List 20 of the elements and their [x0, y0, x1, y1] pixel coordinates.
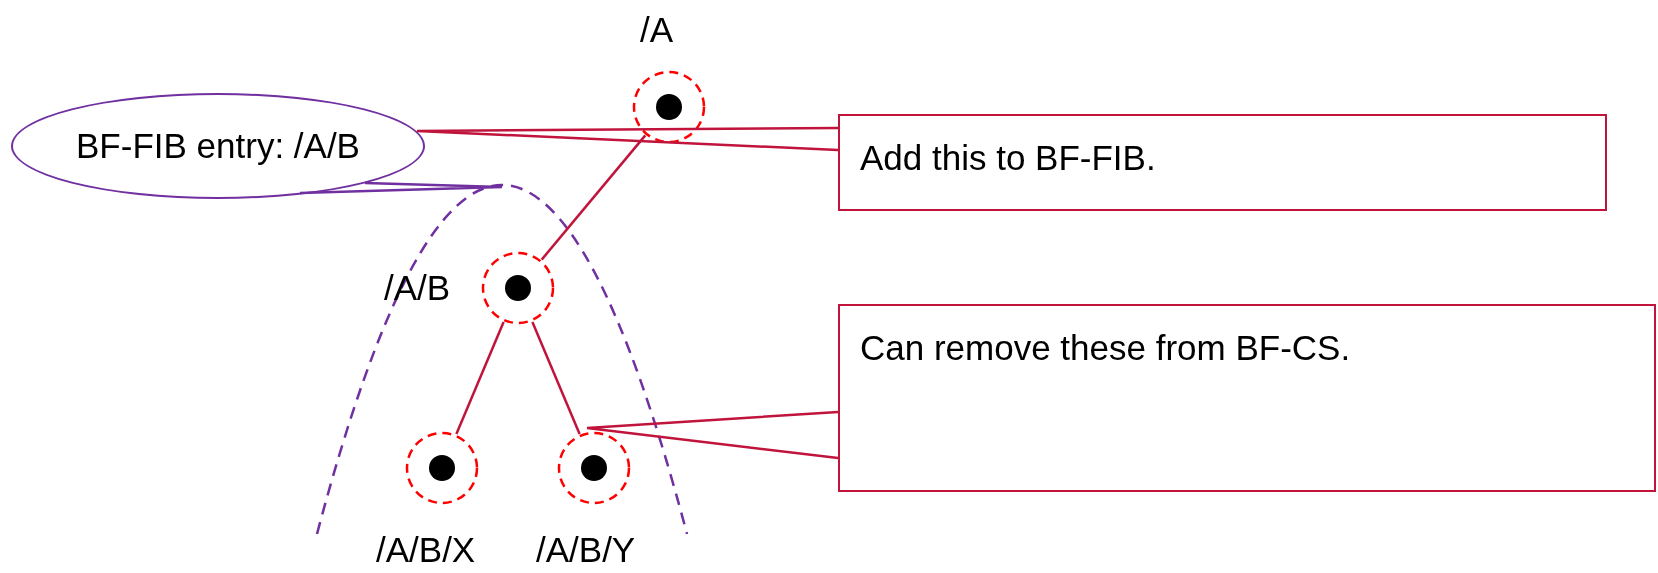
leader-line	[415, 126, 840, 152]
callout-text: BF-FIB entry: /A/B	[76, 125, 360, 168]
leader-line	[298, 181, 504, 195]
tree-node	[557, 431, 631, 505]
dashed-arch-region	[317, 185, 687, 534]
node-label: /A/B/Y	[536, 529, 636, 571]
callout-box	[838, 304, 1656, 492]
callout-text: Add this to BF-FIB.	[860, 137, 1157, 179]
node-label: /A/B/X	[376, 529, 476, 571]
tree-node	[481, 251, 555, 325]
tree-node	[405, 431, 479, 505]
tree-node	[632, 70, 706, 144]
tree-branch	[455, 321, 505, 435]
tree-branch	[540, 134, 647, 261]
leader-line	[585, 410, 840, 460]
callout-text: Can remove these from BF-CS.	[860, 327, 1352, 369]
tree-branch	[531, 321, 581, 435]
callout-box	[838, 114, 1607, 211]
node-label: /A/B	[384, 267, 451, 309]
node-label: /A	[640, 9, 674, 51]
